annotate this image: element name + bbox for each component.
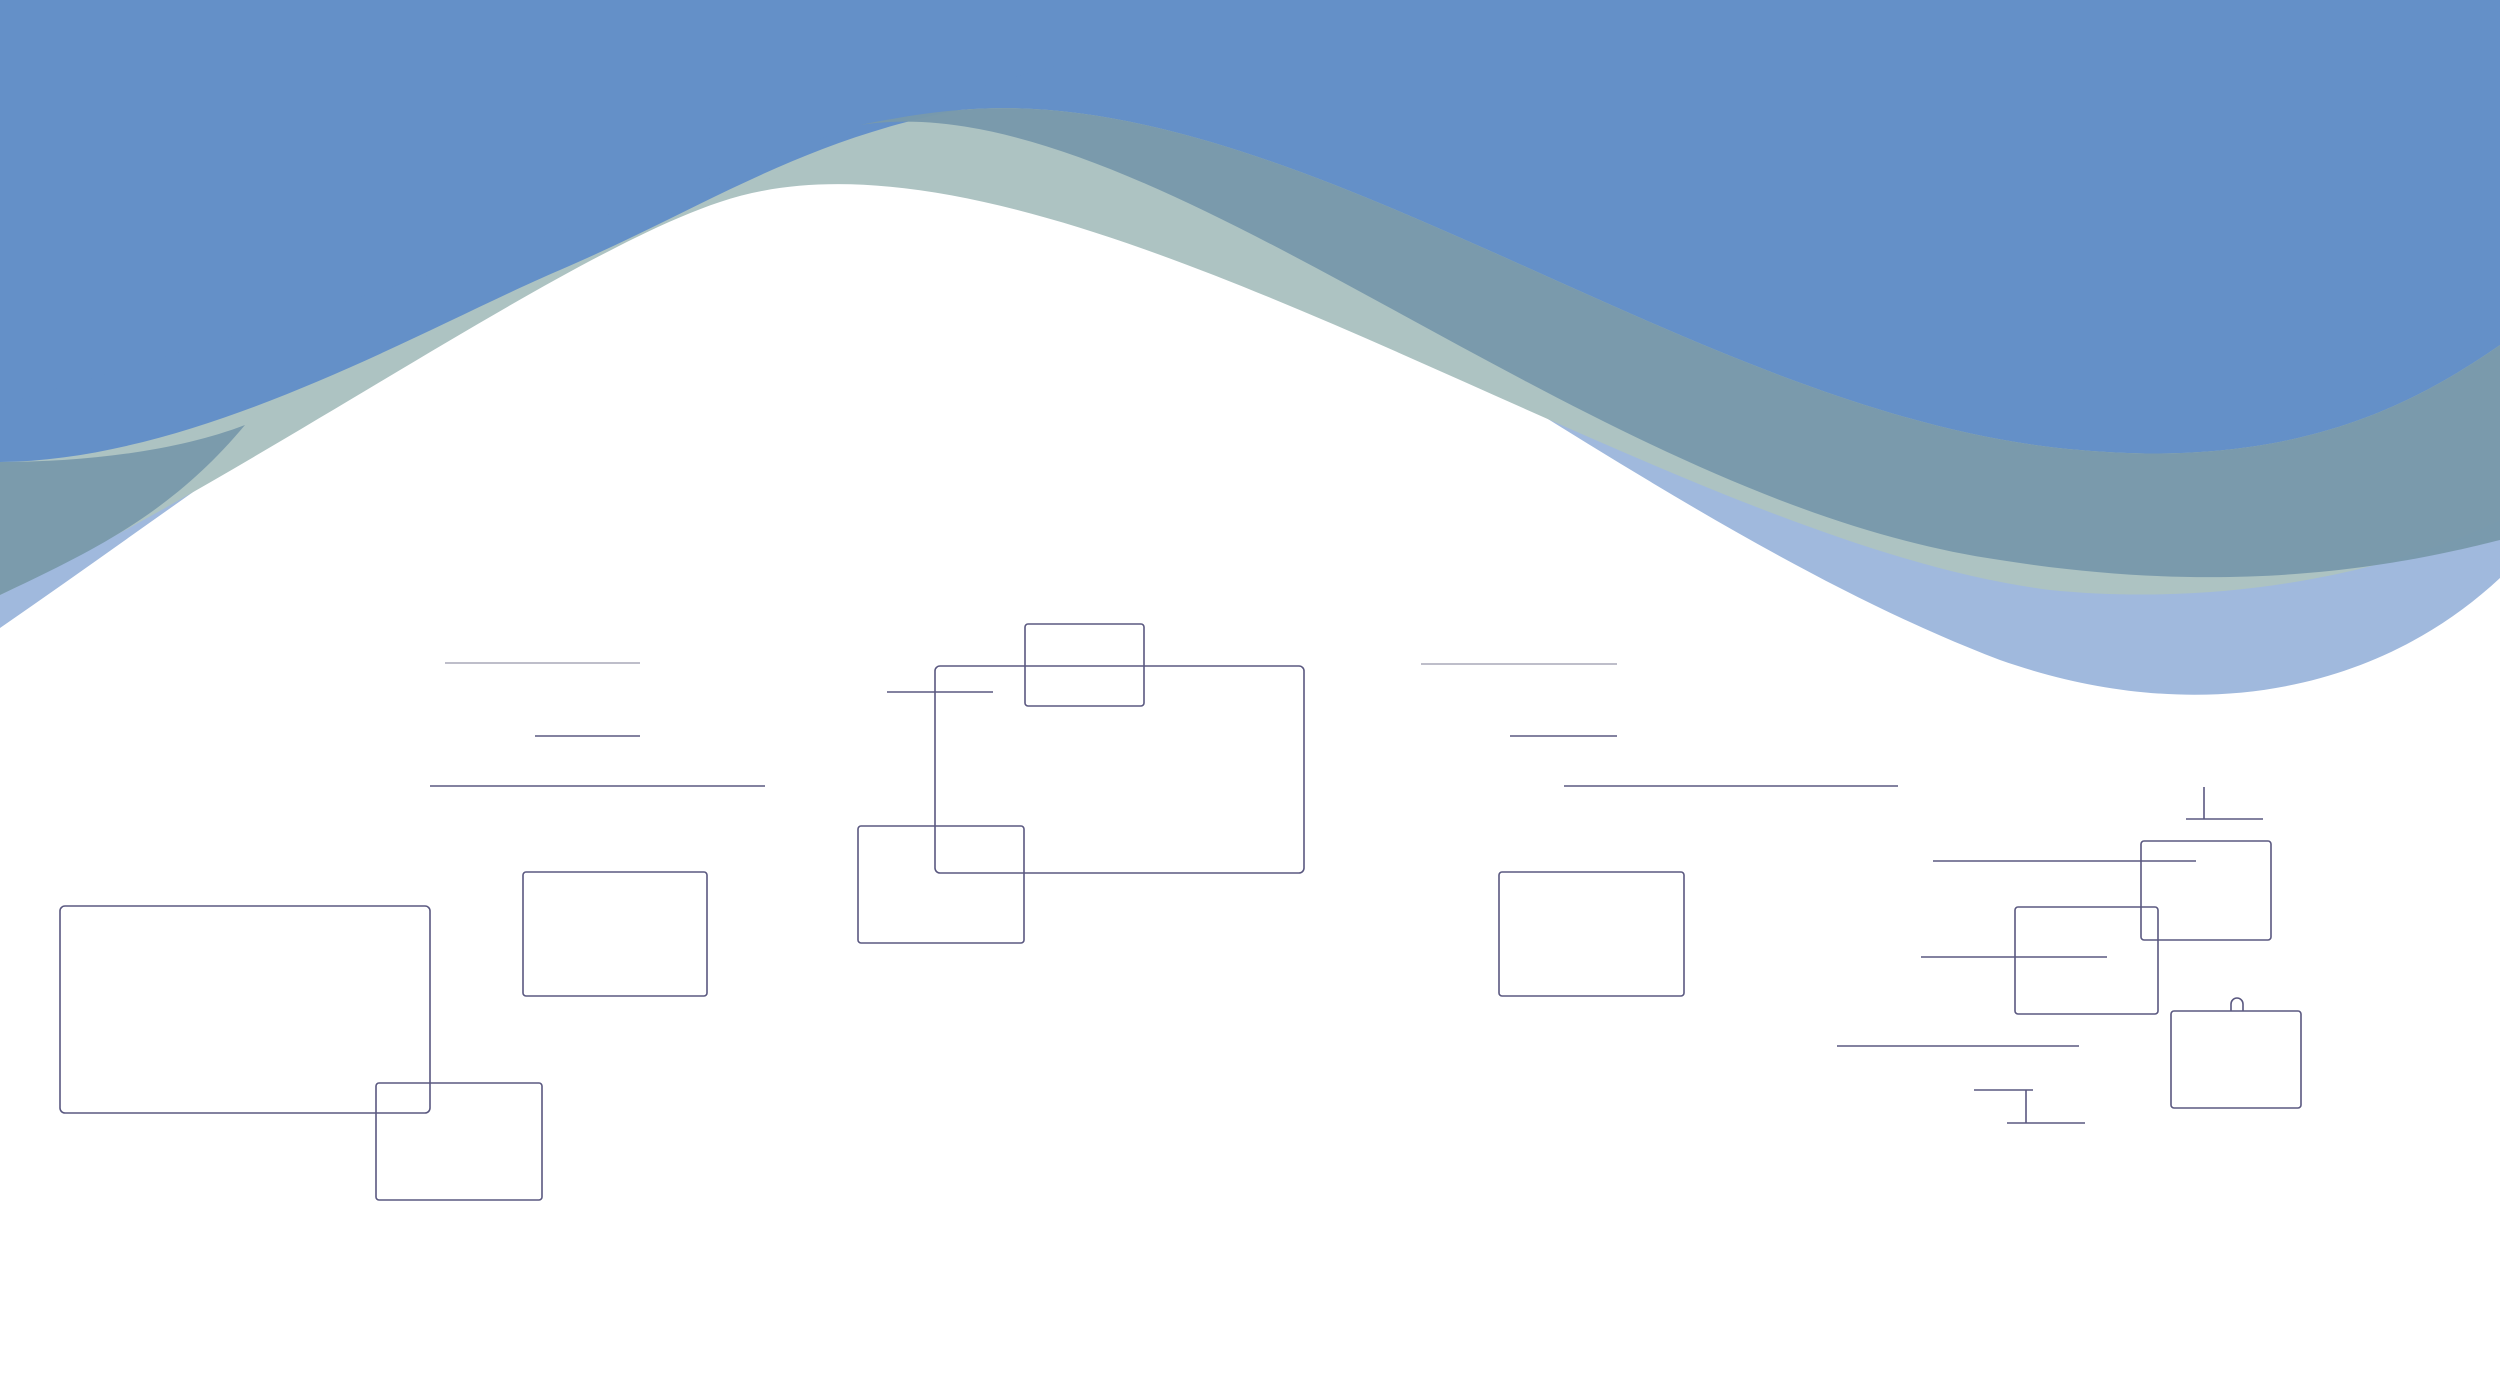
wave-blue-upper: [0, 0, 1500, 405]
hanger-loop: [2230, 997, 2244, 1011]
outline-box: [2170, 1010, 2302, 1109]
wave-slate-overlap: [860, 108, 2500, 578]
line-outlines: [59, 623, 2302, 1201]
outline-box: [2140, 840, 2272, 941]
outline-box: [934, 665, 1305, 874]
outline-box: [59, 905, 431, 1114]
wave-slate-left: [0, 425, 245, 595]
outline-box: [857, 825, 1025, 944]
outline-box: [375, 1082, 543, 1201]
outline-box: [1498, 871, 1685, 997]
outline-box: [1024, 623, 1145, 707]
outline-box: [522, 871, 708, 997]
outline-box: [2014, 906, 2159, 1015]
